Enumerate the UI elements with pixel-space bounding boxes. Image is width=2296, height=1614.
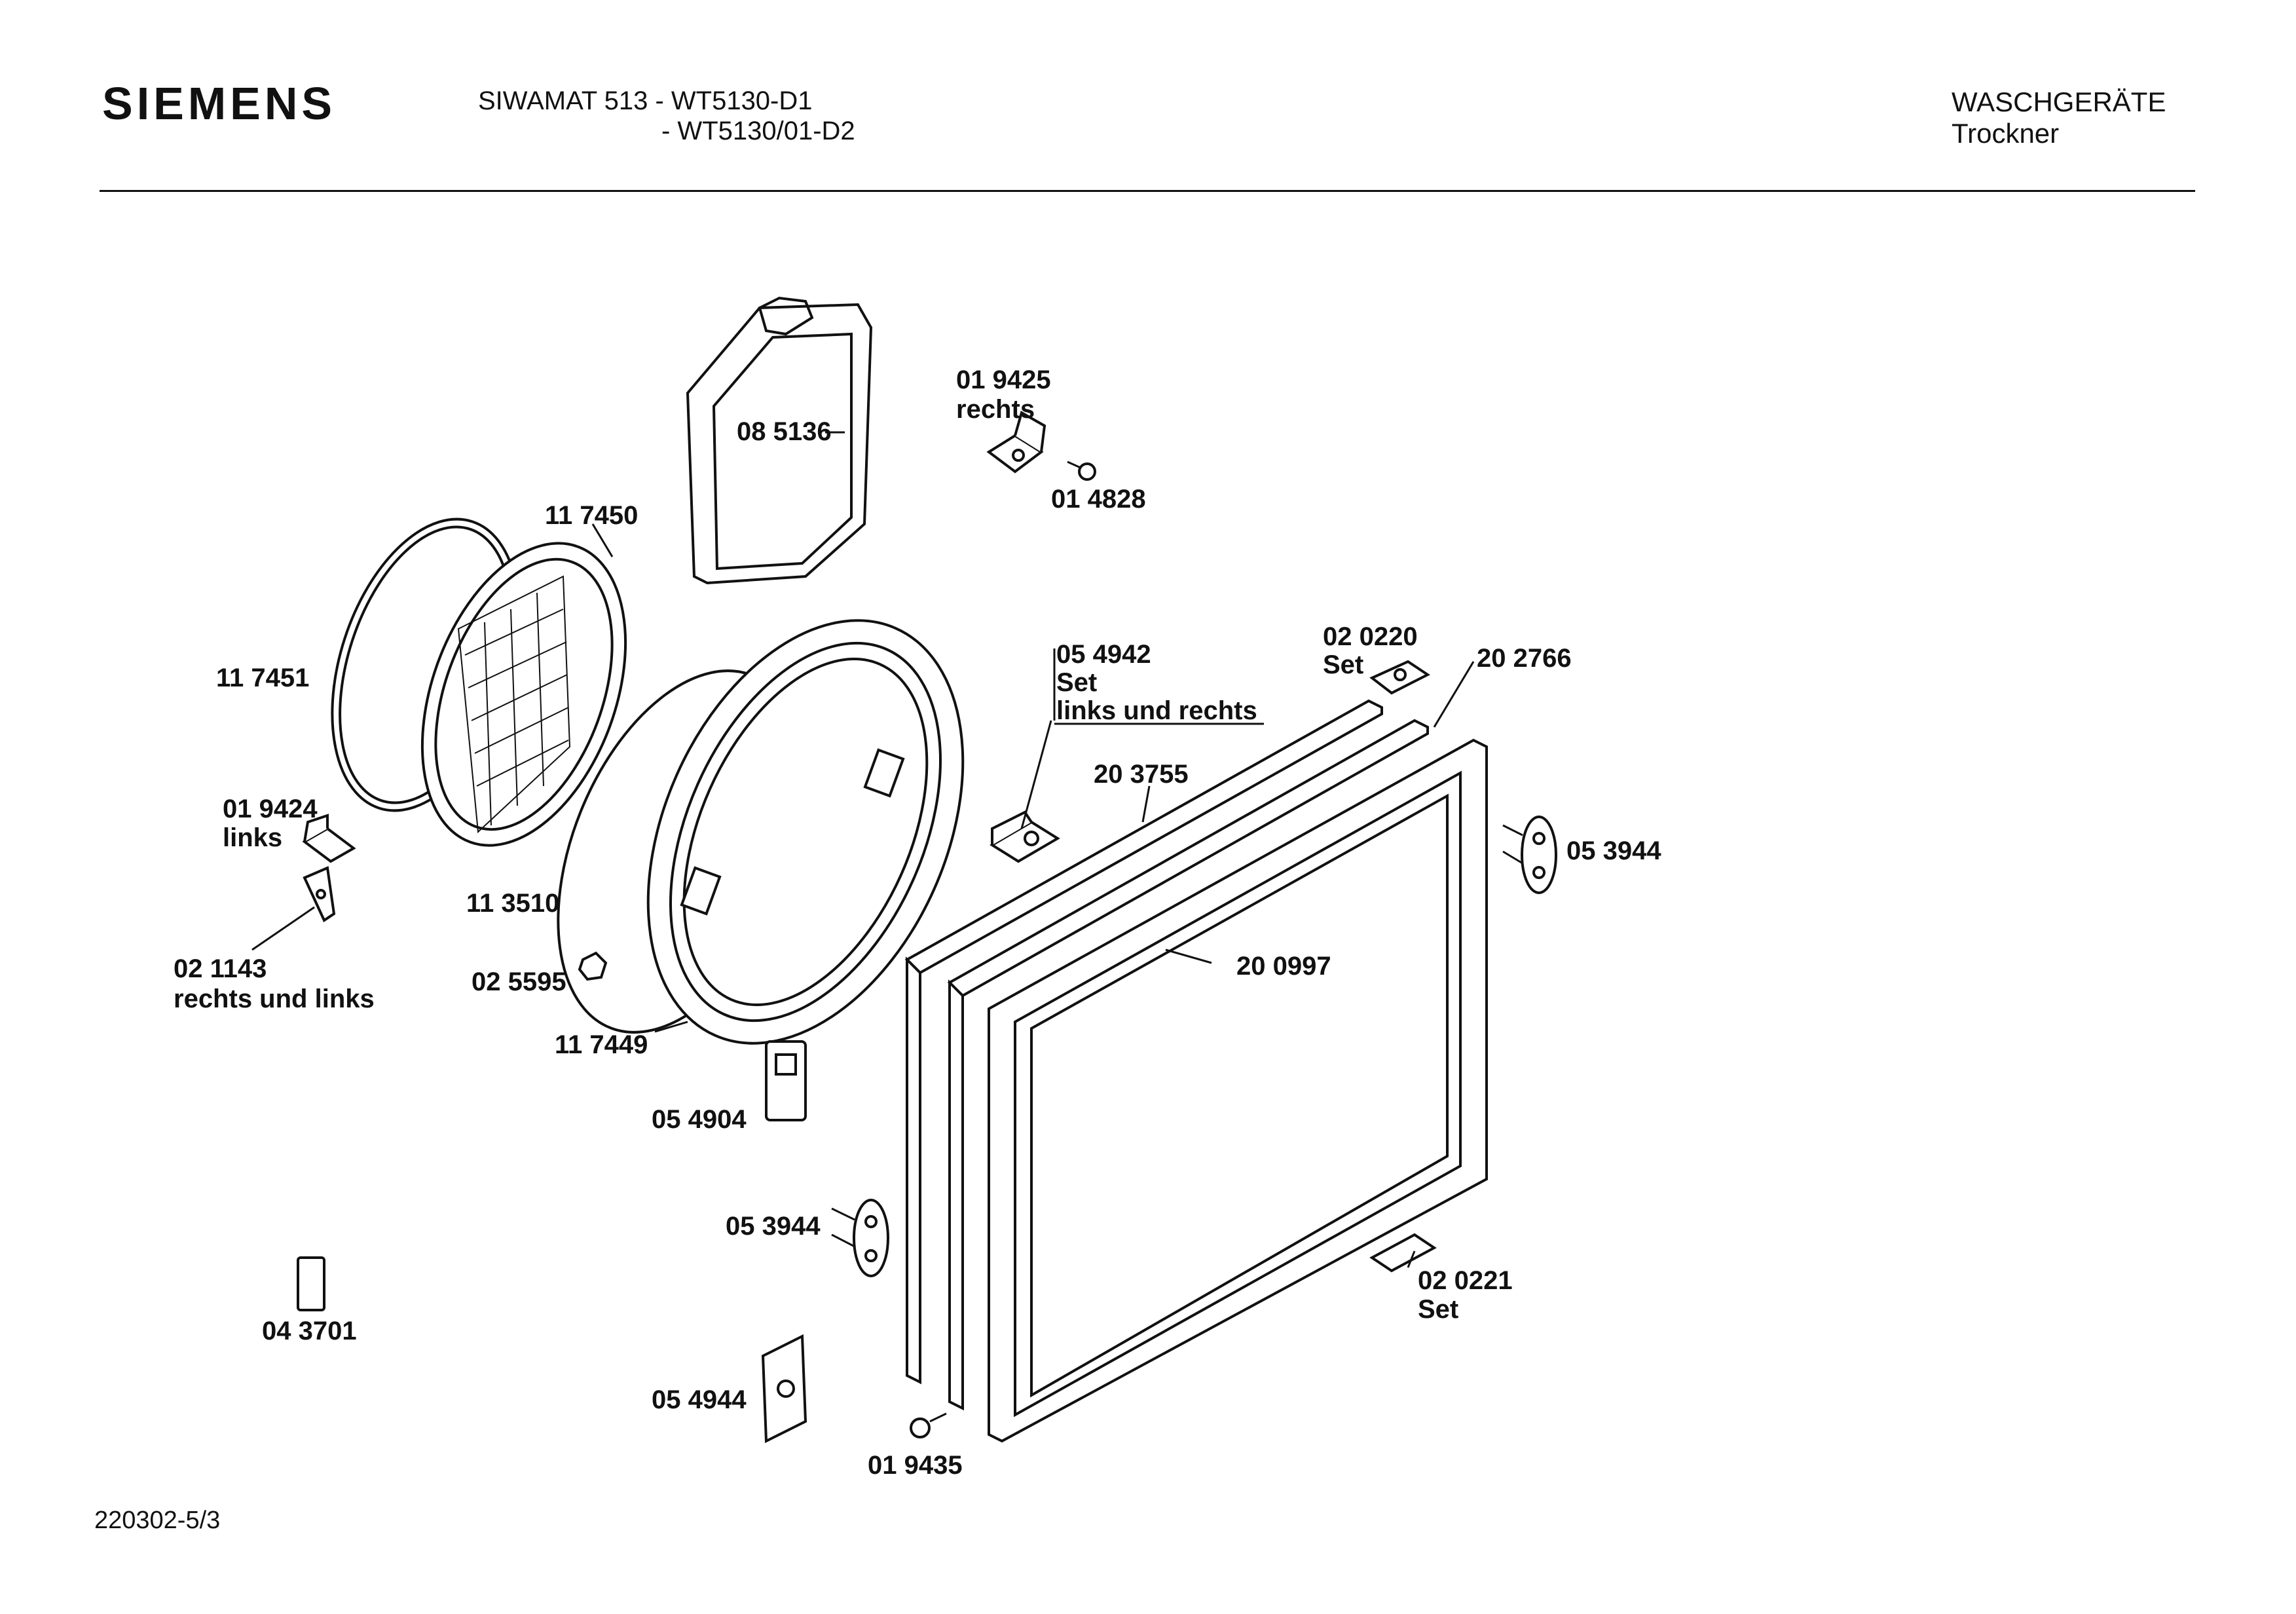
label-05-4942: 05 4942 (1056, 640, 1151, 669)
label-02-0221: 02 0221 (1418, 1266, 1513, 1295)
label-02-1143-note: rechts und links (174, 985, 375, 1013)
label-11-7450: 11 7450 (545, 501, 638, 530)
inner-door-filter-part (420, 542, 627, 847)
striker-plate-part (761, 1334, 807, 1444)
plate-part (297, 1256, 325, 1311)
clip-set-top-part (1369, 660, 1430, 695)
screw-part (1067, 460, 1096, 481)
door-ring-part (557, 619, 965, 1045)
label-11-7449: 11 7449 (555, 1030, 648, 1059)
label-05-4904: 05 4904 (652, 1105, 747, 1134)
label-04-3701: 04 3701 (262, 1317, 357, 1345)
hinge-set-part (990, 810, 1060, 863)
label-05-4944: 05 4944 (652, 1385, 747, 1414)
label-02-0220-note: Set (1323, 650, 1363, 679)
label-02-1143: 02 1143 (174, 954, 267, 983)
roller-right-part (1502, 816, 1557, 894)
roller-left-part (831, 1199, 889, 1277)
label-02-0220: 02 0220 (1323, 622, 1418, 651)
label-01-9435: 01 9435 (868, 1451, 963, 1480)
header-rule (100, 190, 2195, 192)
label-08-5136: 08 5136 (737, 417, 832, 446)
label-20-3755: 20 3755 (1094, 760, 1189, 789)
subcategory-title: Trockner (1952, 118, 2060, 149)
label-01-9424-note: links (223, 823, 282, 852)
brand-logo: SIEMENS (102, 78, 337, 129)
leader-lines (251, 431, 1475, 1268)
category-title: WASCHGERÄTE (1952, 86, 2166, 117)
label-05-4942-note2: links und rechts (1056, 696, 1257, 725)
document-number: 220302-5/3 (94, 1507, 221, 1534)
model-line-2: - WT5130/01-D2 (661, 117, 855, 145)
label-01-9424: 01 9424 (223, 795, 318, 823)
bracket-right-part (986, 410, 1046, 474)
label-11-3510: 11 3510 (466, 889, 559, 918)
hinge-pin-part (303, 866, 336, 922)
label-02-5595: 02 5595 (472, 967, 566, 996)
door-lock-part (765, 1040, 807, 1121)
clip-set-bottom-part (1369, 1233, 1437, 1273)
label-05-3944-left: 05 3944 (726, 1212, 821, 1241)
door-frame-panel-part (686, 296, 873, 585)
label-11-7451: 11 7451 (216, 664, 309, 692)
model-line-1: SIWAMAT 513 - WT5130-D1 (478, 86, 813, 115)
nut-part (578, 951, 608, 981)
label-01-9425-note: rechts (956, 395, 1035, 424)
bracket-left-part (302, 814, 356, 863)
label-20-0997: 20 0997 (1236, 952, 1331, 981)
screw-bottom-part (910, 1412, 947, 1438)
front-frame-assembly-part (904, 699, 1488, 1443)
label-20-2766: 20 2766 (1477, 644, 1572, 673)
label-01-4828: 01 4828 (1051, 485, 1146, 514)
label-05-3944-right: 05 3944 (1566, 836, 1661, 865)
label-05-4942-note: Set (1056, 668, 1097, 697)
label-01-9425: 01 9425 (956, 366, 1051, 394)
label-02-0221-note: Set (1418, 1295, 1458, 1324)
